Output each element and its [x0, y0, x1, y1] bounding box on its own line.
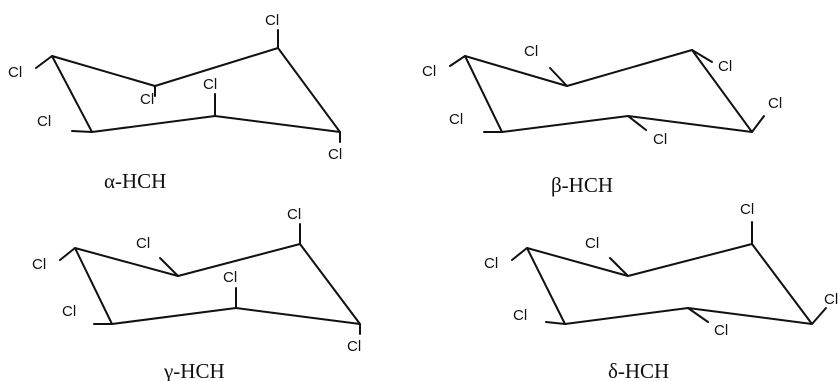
gamma-cl-4: Cl [223, 269, 237, 286]
beta-cl-4: Cl [653, 131, 667, 148]
delta-bond-4 [687, 307, 709, 323]
isomer-gamma: Cl Cl Cl Cl Cl Cl γ-HCH [32, 206, 361, 381]
delta-cl-6: Cl [824, 291, 838, 308]
beta-ring [464, 49, 753, 133]
beta-bond-1 [449, 55, 466, 67]
alpha-bond-2 [71, 130, 93, 133]
beta-cl-2: Cl [449, 111, 463, 128]
alpha-bond-1 [35, 55, 53, 69]
alpha-cl-5: Cl [265, 12, 279, 29]
beta-bond-3 [549, 67, 568, 87]
beta-cl-3: Cl [524, 43, 538, 60]
gamma-cl-6: Cl [347, 338, 361, 355]
isomer-delta: Cl Cl Cl Cl Cl Cl δ-HCH [484, 201, 838, 381]
delta-cl-3: Cl [585, 235, 599, 252]
delta-bond-1 [511, 247, 528, 261]
gamma-caption: γ-HCH [163, 359, 225, 381]
gamma-bond-1 [59, 247, 76, 261]
isomer-beta: Cl Cl Cl Cl Cl Cl β-HCH [422, 43, 782, 197]
beta-cl-6: Cl [768, 95, 782, 112]
delta-bond-2 [545, 321, 566, 325]
delta-bond-6 [811, 307, 827, 325]
delta-cl-5: Cl [740, 201, 754, 218]
gamma-cl-5: Cl [287, 206, 301, 223]
delta-cl-4: Cl [714, 322, 728, 339]
delta-caption: δ-HCH [608, 359, 669, 381]
delta-bond-3 [609, 257, 629, 277]
alpha-cl-1: Cl [8, 64, 22, 81]
alpha-caption: α-HCH [104, 169, 166, 193]
gamma-cl-3: Cl [136, 235, 150, 252]
gamma-cl-1: Cl [32, 256, 46, 273]
alpha-cl-4: Cl [203, 76, 217, 93]
delta-ring [526, 243, 813, 325]
beta-bond-5 [691, 49, 713, 63]
beta-cl-5: Cl [718, 58, 732, 75]
beta-cl-1: Cl [422, 63, 436, 80]
delta-cl-1: Cl [484, 255, 498, 272]
beta-bond-4 [627, 115, 647, 131]
alpha-cl-6: Cl [328, 146, 342, 163]
alpha-cl-3: Cl [140, 91, 154, 108]
gamma-cl-2: Cl [62, 303, 76, 320]
delta-cl-2: Cl [513, 307, 527, 324]
gamma-bond-3 [159, 257, 179, 277]
beta-caption: β-HCH [551, 173, 613, 197]
gamma-ring [74, 243, 361, 325]
alpha-cl-2: Cl [37, 113, 51, 130]
isomer-alpha: Cl Cl Cl Cl Cl Cl α-HCH [8, 12, 342, 193]
beta-bond-6 [751, 115, 765, 133]
alpha-ring [51, 47, 341, 133]
